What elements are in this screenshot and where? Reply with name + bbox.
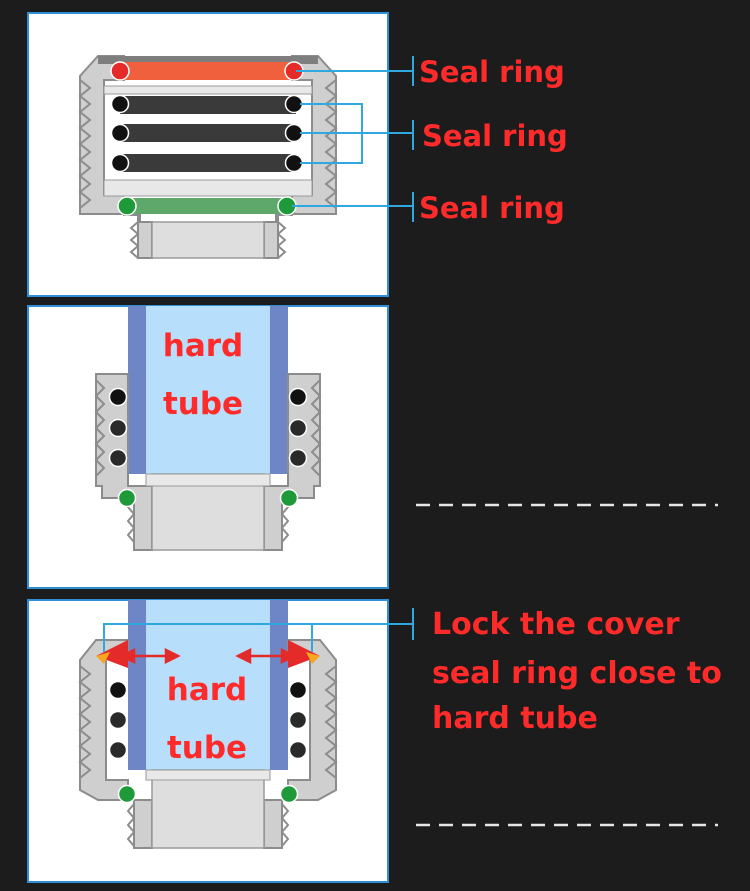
label-seal-ring-top: Seal ring [419,55,565,89]
seal-band-bottom [126,198,290,214]
panel-hard-tube-inserted: hard tube [27,305,389,589]
hard-tube [128,306,288,474]
panel-locked-cover: hard tube [27,599,414,883]
tube-label-line2: tube [163,386,243,422]
tube-wall-left [128,600,146,770]
tube-wall-right [270,306,288,474]
double-arrow-icon [119,647,297,665]
oring-icon [108,680,308,804]
thread-icon [78,665,338,847]
lock-seal-icon [96,640,320,668]
tube-label-line2: tube [167,730,247,766]
seal-band-dark-2 [120,124,296,142]
tube-wall-right [270,600,288,770]
callout-line2: seal ring close to [432,656,722,691]
leader-lines [103,608,414,652]
seal-band-dark-1 [120,96,296,114]
tube-label-line1: hard [163,328,243,364]
thread-icon [78,79,338,259]
seal-band-dark-3 [120,154,296,172]
fitting-body [95,373,321,551]
label-seal-ring-middle: Seal ring [422,119,568,153]
label-seal-ring-bottom: Seal ring [419,191,565,225]
oring-icon [108,387,308,508]
fitting-body [79,55,337,259]
seal-band-top [120,62,296,80]
callout-line1: Lock the cover [432,607,680,642]
oring-icon [110,61,304,216]
tube-label-line1: hard [167,672,247,708]
callout-line3: hard tube [432,701,598,736]
panel-seal-rings: Seal ring Seal ring Seal ring [27,12,568,297]
hard-tube [128,600,288,770]
tube-wall-left [128,306,146,474]
leader-lines [292,56,414,222]
